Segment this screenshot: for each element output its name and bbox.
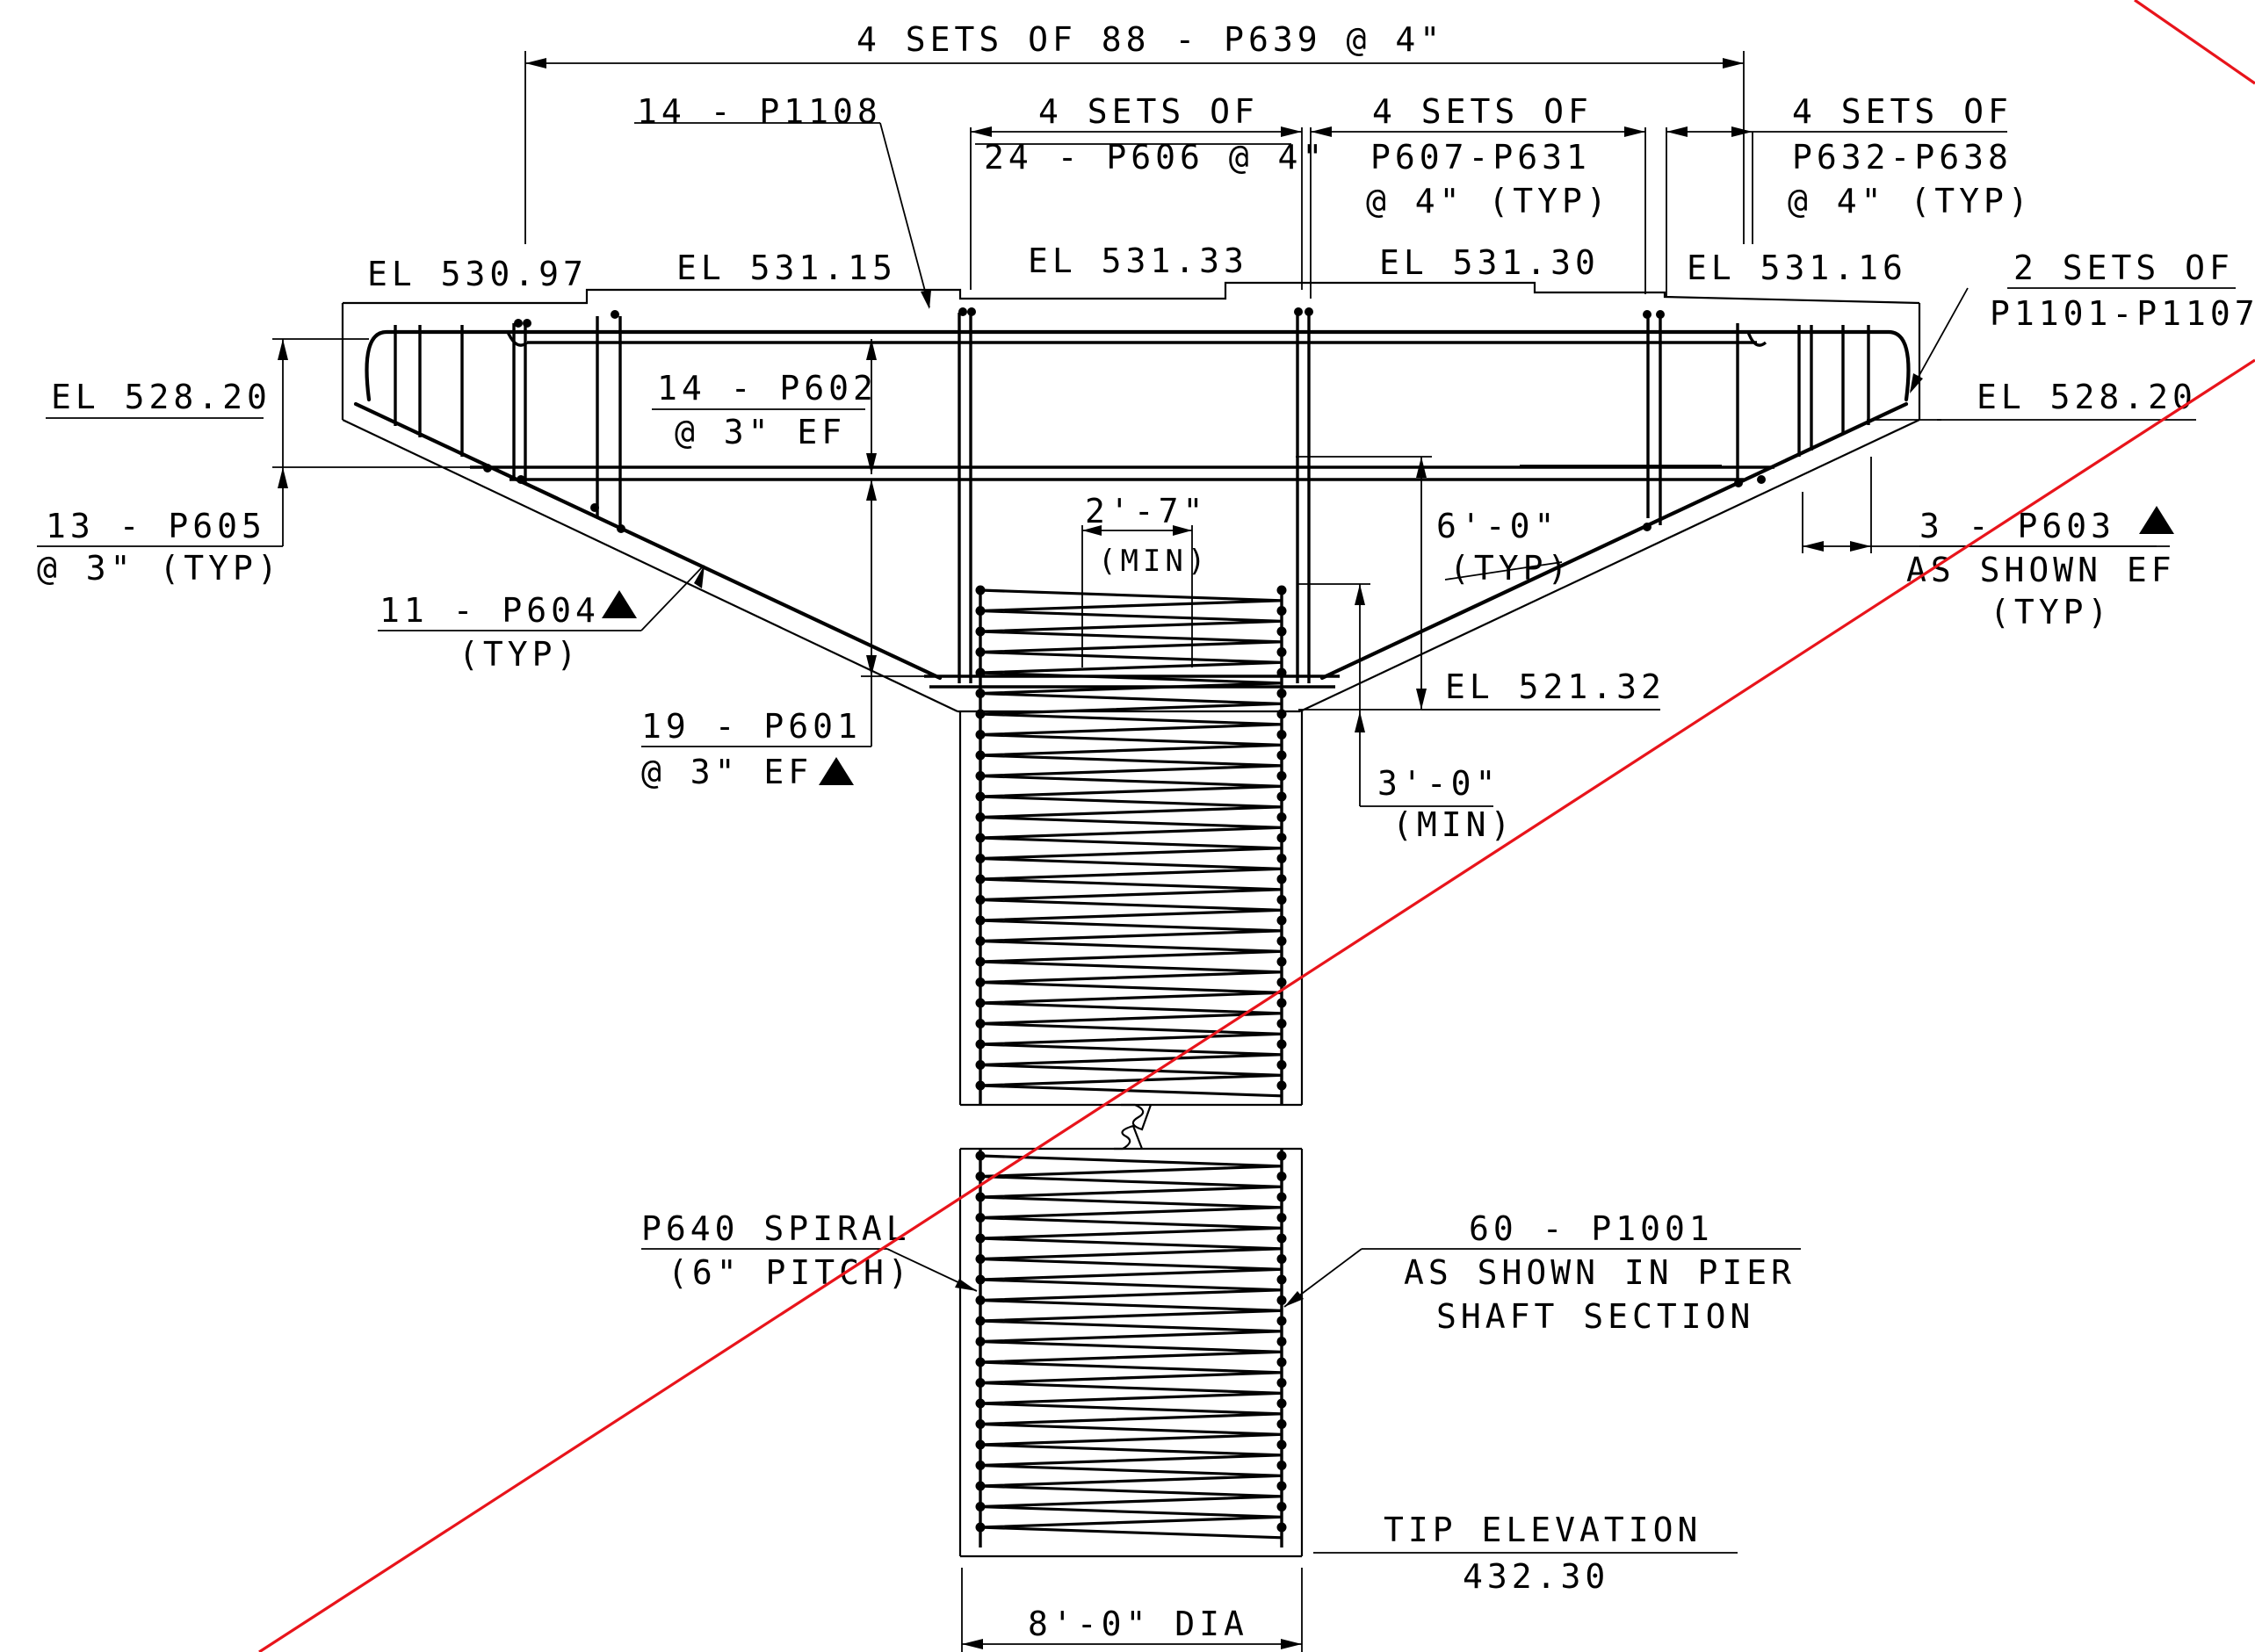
label-p603-a: 3 - P603 xyxy=(1919,507,2115,545)
concrete-outline xyxy=(341,281,1921,1558)
triangle-marker-p601 xyxy=(819,757,854,785)
label-el-528-20-right: EL 528.20 xyxy=(1977,378,2197,416)
label-p607-c: @ 4" (TYP) xyxy=(1366,182,1611,220)
annotations: 4 SETS OF 88 - P639 @ 4" 14 - P1108 4 SE… xyxy=(37,20,2255,1643)
label-dim-2-7-a: 2'-7" xyxy=(1085,492,1207,530)
triangle-marker-p604 xyxy=(602,590,637,618)
label-p602-b: @ 3" EF xyxy=(675,413,846,451)
label-tip-a: TIP ELEVATION xyxy=(1384,1511,1702,1549)
label-p607-a: 4 SETS OF xyxy=(1372,92,1593,131)
dimension-lines xyxy=(37,51,2236,1652)
label-p632-a: 4 SETS OF xyxy=(1792,92,2013,131)
label-p607-b: P607-P631 xyxy=(1370,138,1591,177)
label-p605-b: @ 3" (TYP) xyxy=(37,549,282,588)
label-el-531-33: EL 531.33 xyxy=(1028,242,1248,280)
label-el-521-32: EL 521.32 xyxy=(1445,667,1666,706)
label-p604-a: 11 - P604 xyxy=(379,591,600,630)
label-p605-a: 13 - P605 xyxy=(46,507,266,545)
label-dim-2-7-b: (MIN) xyxy=(1098,544,1210,579)
label-p606-a: 4 SETS OF xyxy=(1038,92,1259,131)
label-el-530-97: EL 530.97 xyxy=(367,255,588,293)
label-p632-c: @ 4" (TYP) xyxy=(1788,182,2033,220)
triangle-marker-p603 xyxy=(2139,506,2174,534)
label-tip-b: 432.30 xyxy=(1463,1557,1609,1596)
strike-line-main xyxy=(258,358,2255,1652)
label-dia: 8'-0" DIA xyxy=(1028,1605,1248,1643)
label-p1101-a: 2 SETS OF xyxy=(2013,249,2234,287)
label-p604-b: (TYP) xyxy=(459,635,581,674)
label-dim-3-0-b: (MIN) xyxy=(1392,805,1514,844)
label-p601-b: @ 3" EF xyxy=(641,753,813,791)
label-el-531-30: EL 531.30 xyxy=(1379,243,1600,282)
label-p1001-b: AS SHOWN IN PIER xyxy=(1404,1253,1796,1292)
label-el-531-15: EL 531.15 xyxy=(676,249,897,287)
cap-reinforcement xyxy=(353,307,1911,689)
label-el-528-20-left: EL 528.20 xyxy=(51,378,271,416)
label-p603-b: AS SHOWN EF xyxy=(1906,551,2176,589)
label-dim-6-0-a: 6'-0" xyxy=(1436,507,1558,545)
label-p603-c: (TYP) xyxy=(1990,593,2112,631)
label-p632-b: P632-P638 xyxy=(1792,138,2013,177)
label-p640-b: (6" PITCH) xyxy=(668,1253,913,1292)
label-p1101-b: P1101-P1107 xyxy=(1990,294,2255,333)
label-p601-a: 19 - P601 xyxy=(641,707,862,746)
label-dim-3-0-a: 3'-0" xyxy=(1377,764,1500,803)
label-p602-a: 14 - P602 xyxy=(657,369,878,408)
label-p1108: 14 - P1108 xyxy=(637,92,882,131)
label-el-531-16: EL 531.16 xyxy=(1687,249,1907,287)
label-top-overall: 4 SETS OF 88 - P639 @ 4" xyxy=(856,20,1444,59)
label-dim-6-0-b: (TYP) xyxy=(1449,549,1572,588)
label-p640-a: P640 SPIRAL xyxy=(641,1209,911,1248)
strike-line-corner xyxy=(2134,0,2255,85)
label-p1001-a: 60 - P1001 xyxy=(1469,1209,1714,1248)
red-strike-lines xyxy=(258,0,2255,1652)
label-p1001-c: SHAFT SECTION xyxy=(1436,1297,1754,1336)
label-p606-b: 24 - P606 @ 4" xyxy=(984,138,1326,177)
shaft-reinforcement xyxy=(975,585,1287,1547)
